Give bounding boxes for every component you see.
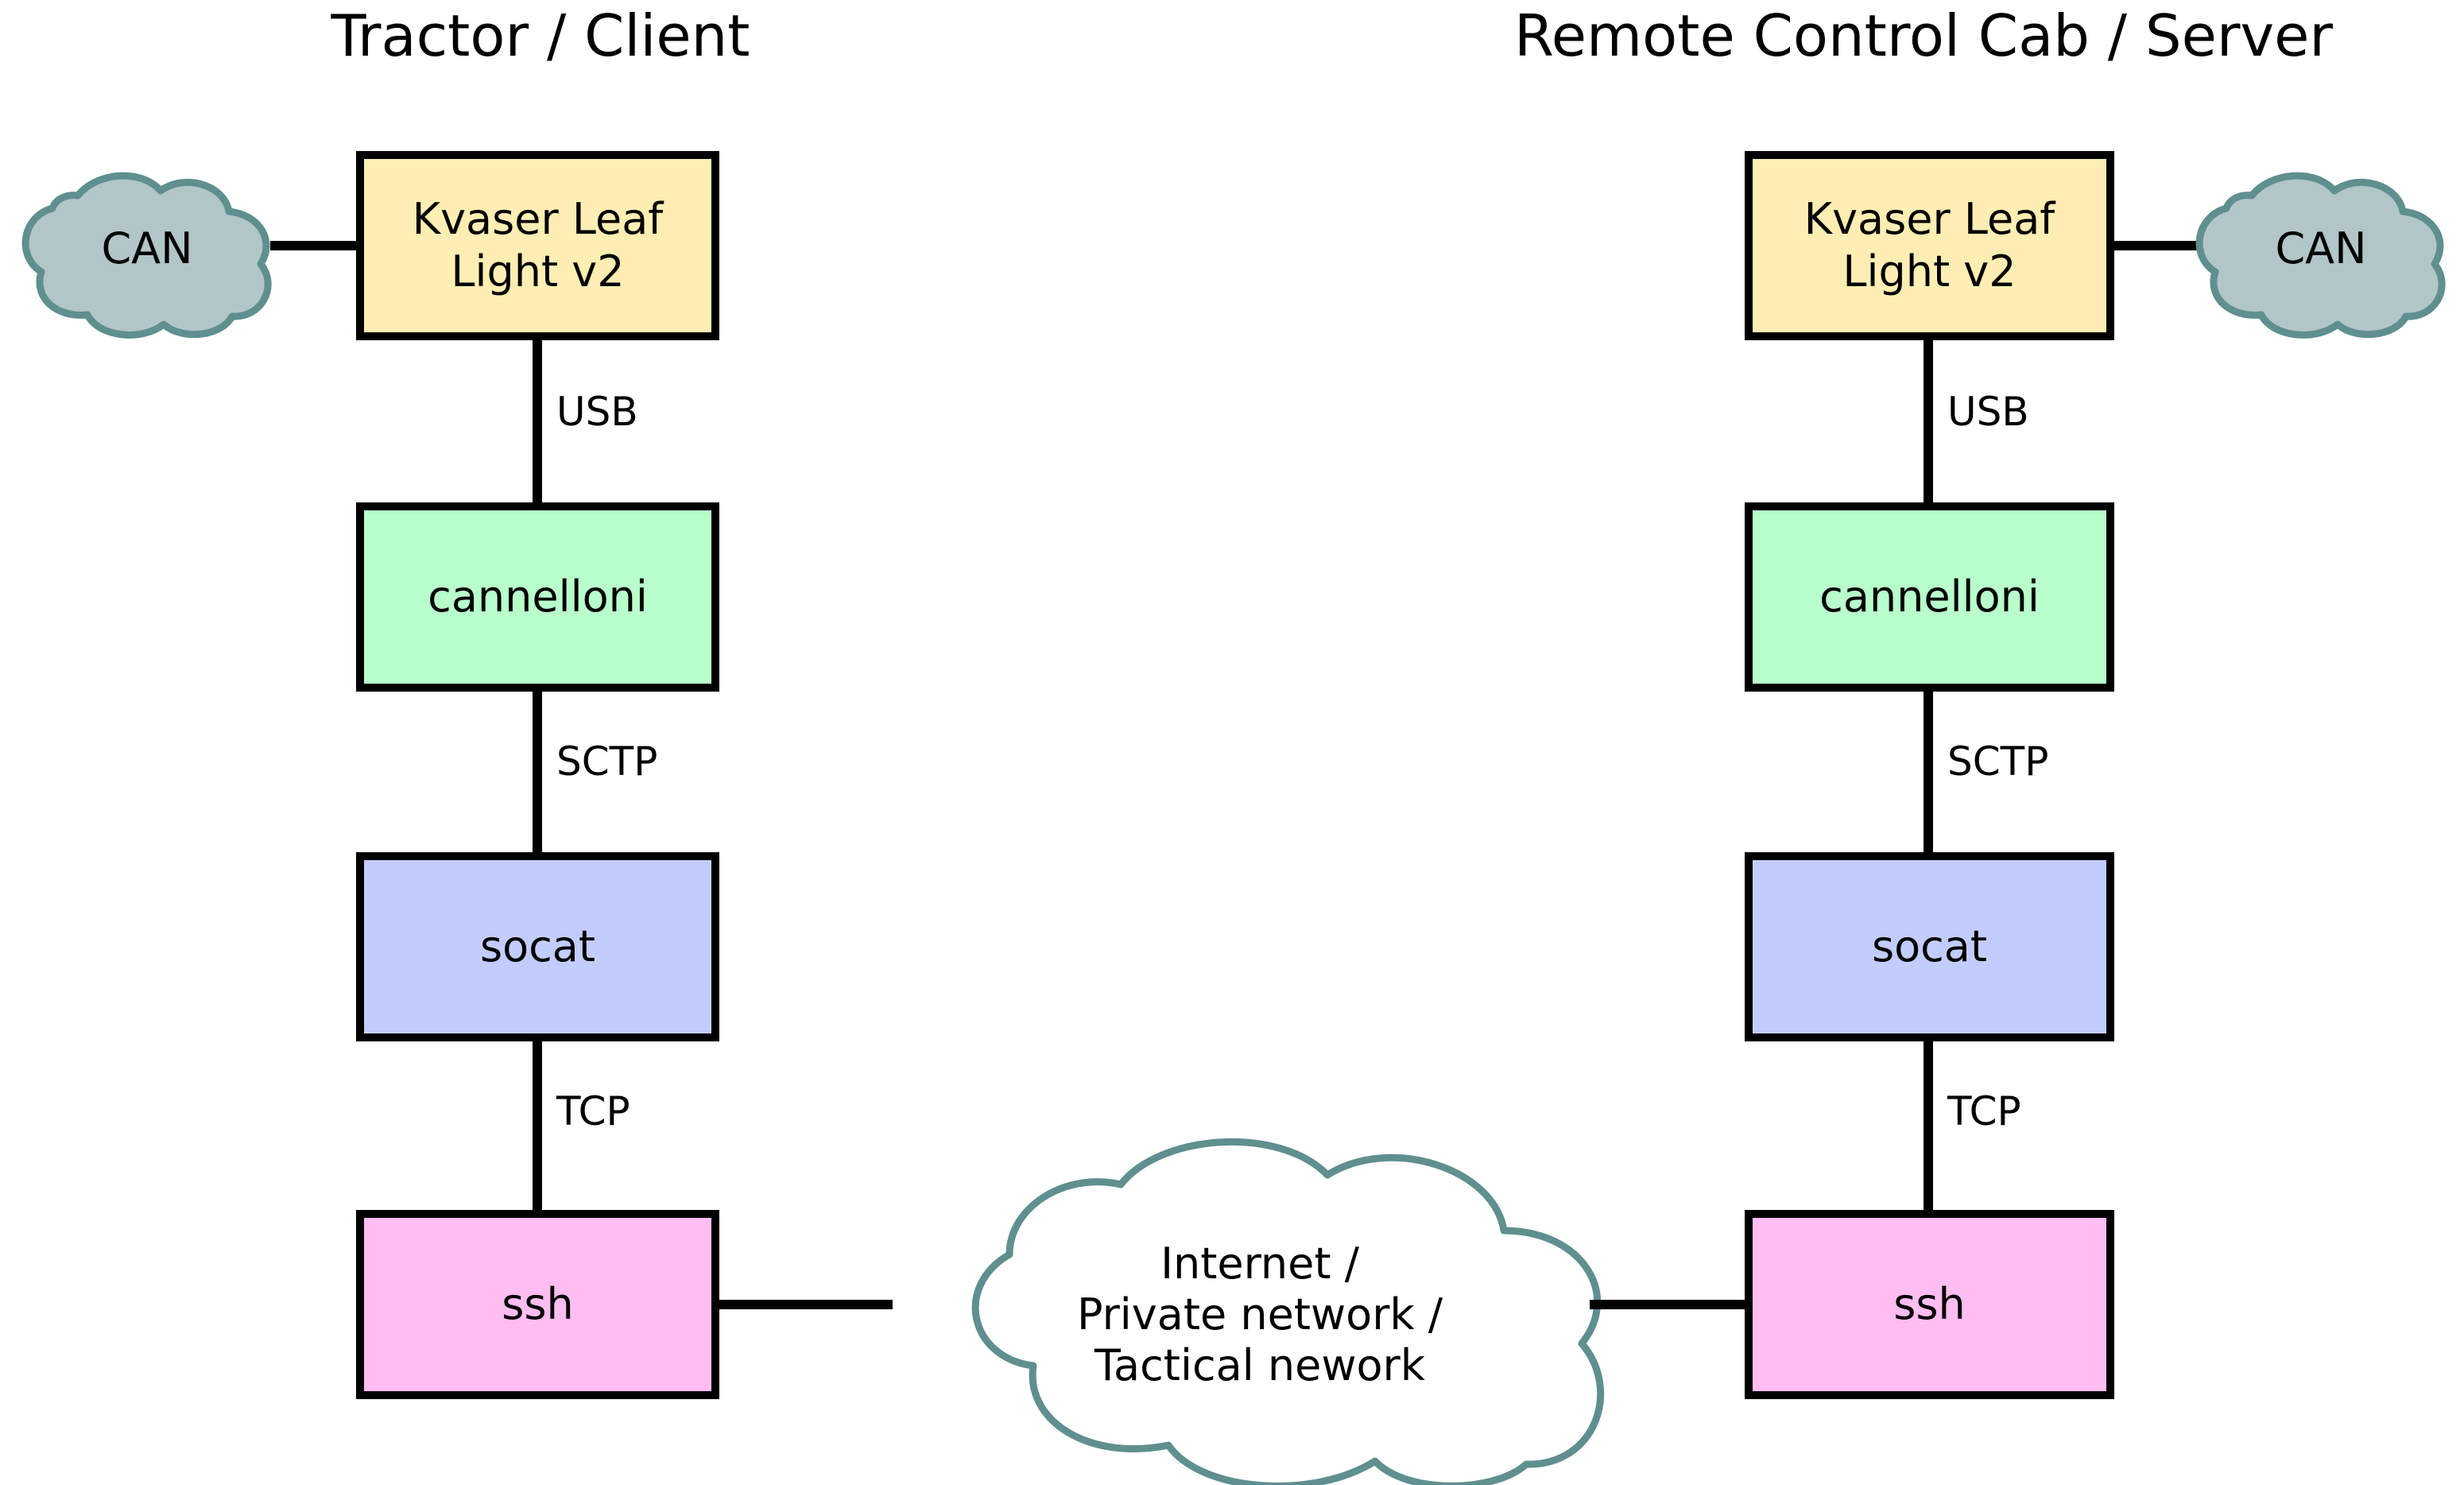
link-ssh-network-left [714, 1300, 893, 1309]
link-label-usb-left: USB [556, 389, 638, 435]
node-label-line2: Light v2 [451, 246, 625, 297]
link-tcp-right [1924, 1035, 1933, 1216]
node-label: cannelloni [1819, 572, 2040, 622]
node-label: Kvaser Leaf Light v2 [413, 193, 664, 298]
link-can-kvaser-left [270, 241, 366, 250]
link-label-sctp-right: SCTP [1947, 739, 2049, 785]
node-label: ssh [1893, 1279, 1966, 1329]
node-socat-server[interactable]: socat [1745, 852, 2114, 1041]
node-socat-client[interactable]: socat [356, 852, 719, 1041]
link-sctp-right [1924, 685, 1933, 860]
node-label-line2: Light v2 [1842, 246, 2017, 297]
node-label: socat [479, 921, 596, 971]
link-sctp-left [533, 685, 542, 860]
link-network-ssh-right [1590, 1300, 1757, 1309]
node-label: cannelloni [428, 572, 648, 622]
node-kvaser-leaf-client[interactable]: Kvaser Leaf Light v2 [356, 151, 719, 340]
node-ssh-server[interactable]: ssh [1745, 1210, 2114, 1399]
link-label-tcp-right: TCP [1947, 1088, 2021, 1134]
cloud-network: Internet / Private network / Tactical ne… [882, 1127, 1637, 1485]
node-kvaser-leaf-server[interactable]: Kvaser Leaf Light v2 [1745, 151, 2114, 340]
link-label-tcp-left: TCP [556, 1088, 630, 1134]
link-kvaser-can-right [2108, 241, 2207, 250]
cloud-can-right: CAN [2182, 159, 2460, 342]
node-label: Kvaser Leaf Light v2 [1804, 193, 2055, 298]
node-cannelloni-server[interactable]: cannelloni [1745, 502, 2114, 692]
column-title-server: Remote Control Cab / Server [1513, 2, 2334, 69]
node-label-line1: Kvaser Leaf [1803, 194, 2055, 244]
node-ssh-client[interactable]: ssh [356, 1210, 719, 1399]
link-label-usb-right: USB [1947, 389, 2029, 435]
link-usb-left [533, 334, 542, 509]
node-cannelloni-client[interactable]: cannelloni [356, 502, 719, 692]
node-label: socat [1871, 921, 1988, 971]
cloud-can-left: CAN [8, 159, 286, 342]
node-label-line1: Kvaser Leaf [412, 194, 664, 244]
link-tcp-left [533, 1035, 542, 1216]
node-label: ssh [502, 1279, 574, 1329]
link-usb-right [1924, 334, 1933, 509]
link-label-sctp-left: SCTP [556, 739, 658, 785]
column-title-client: Tractor / Client [331, 2, 750, 69]
